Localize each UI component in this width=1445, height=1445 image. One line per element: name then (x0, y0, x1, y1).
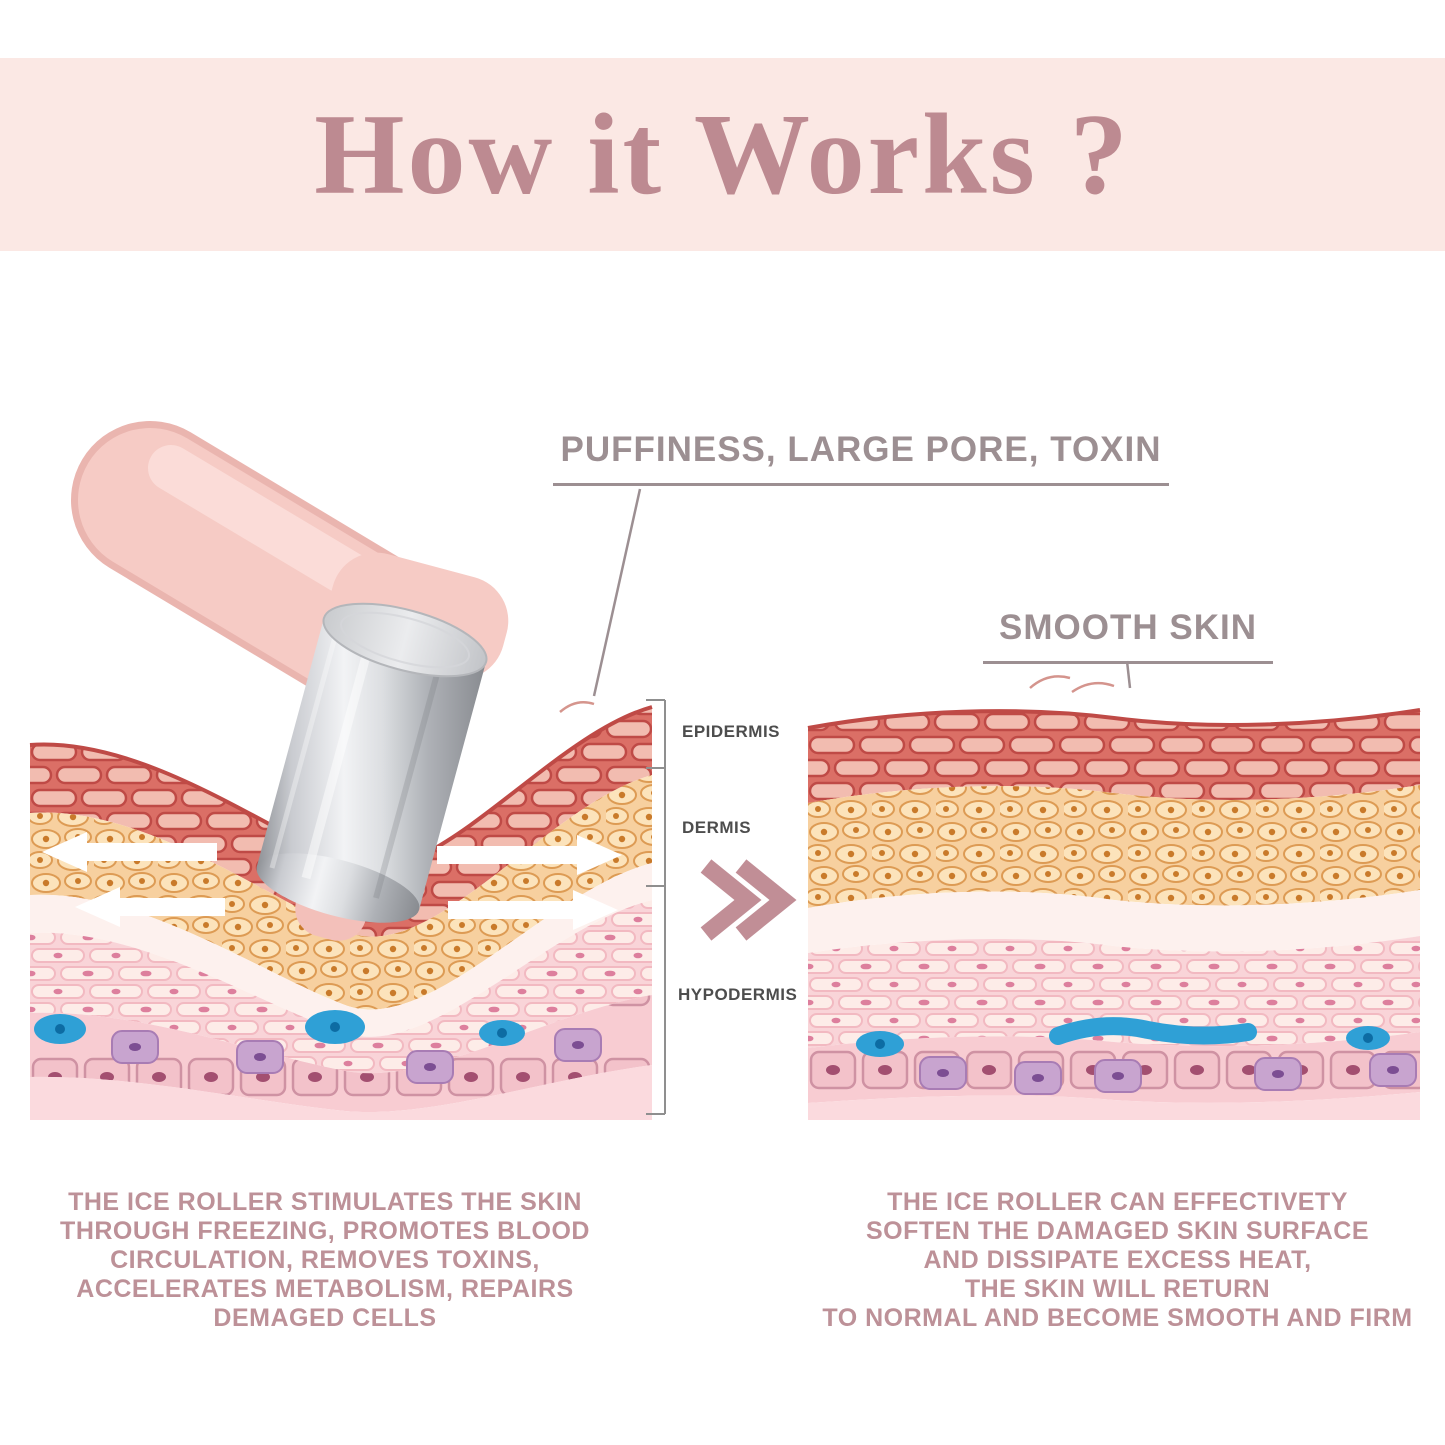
dermis-label: DERMIS (682, 818, 752, 837)
double-chevron-right-icon (700, 859, 797, 941)
pointer-line-smooth-skin (1125, 660, 1132, 689)
blue-cells-after (856, 1026, 1390, 1057)
membrane-layer-before (30, 863, 652, 1037)
hypodermis-label: HYPODERMIS (678, 985, 798, 1004)
dermis-layer-after (808, 785, 1420, 908)
blue-vein-after (1049, 1017, 1257, 1045)
base-layer-before (30, 1065, 652, 1120)
dermis-layer-before (30, 775, 652, 1010)
base-layer-after (808, 1092, 1420, 1120)
skin-surface-wisps (559, 675, 1115, 713)
skin-diagram-after (807, 708, 1421, 1120)
ice-roller-illustration (71, 421, 509, 941)
caption-after: THE ICE ROLLER CAN EFFECTIVETY SOFTEN TH… (822, 1188, 1413, 1332)
pointer-line-puffiness (592, 488, 642, 697)
purple-cells-after (919, 1053, 1417, 1095)
layer-bracket (646, 699, 666, 1115)
page-title: How it Works ? (314, 90, 1131, 219)
roller-direction-arrows-icon (42, 832, 622, 930)
hypodermis-layer-after (808, 936, 1420, 1048)
smooth-skin-annotation: SMOOTH SKIN (983, 608, 1273, 664)
caption-before: THE ICE ROLLER STIMULATES THE SKIN THROU… (60, 1188, 590, 1332)
epidermis-label: EPIDERMIS (682, 722, 781, 741)
roller-top-cap (322, 602, 488, 678)
title-banner: How it Works ? (0, 58, 1445, 251)
basal-cell-row-before (30, 995, 652, 1113)
epidermis-layer-after (808, 710, 1420, 803)
puffiness-annotation: PUFFINESS, LARGE PORE, TOXIN (553, 430, 1169, 486)
blue-cells-before (34, 1010, 525, 1046)
membrane-layer-after (808, 890, 1420, 953)
